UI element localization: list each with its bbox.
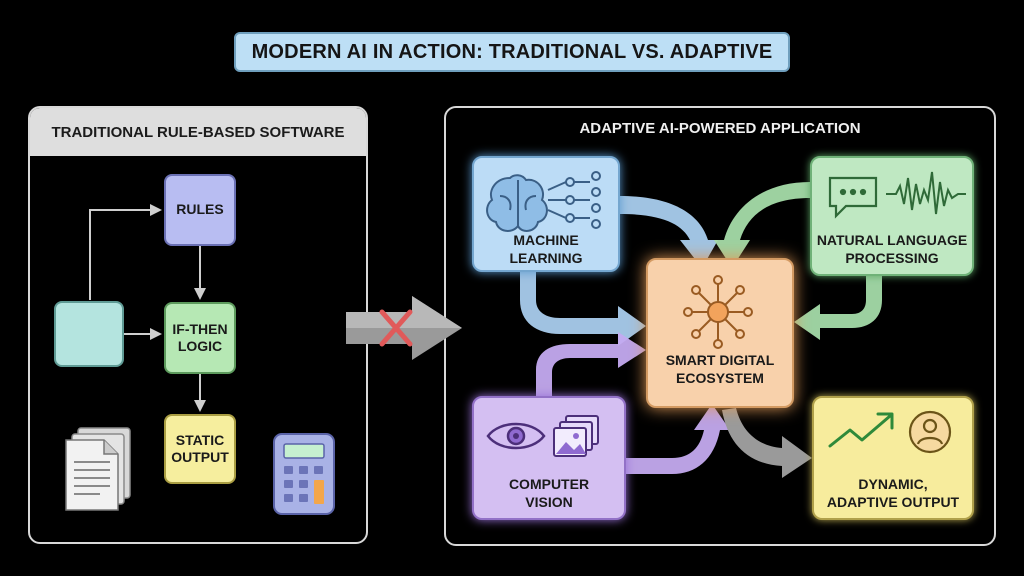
rules-node: RULES (164, 174, 236, 246)
cross-icon (379, 309, 413, 347)
nlp-box: NATURAL LANGUAGE PROCESSING (810, 156, 974, 276)
traditional-panel: TRADITIONAL RULE-BASED SOFTWARE (28, 106, 368, 544)
smart-ecosystem-label: SMART DIGITAL ECOSYSTEM (665, 352, 775, 386)
cv-flow-top (536, 332, 646, 396)
ml-flow-bottom (520, 272, 646, 346)
machine-learning-box: MACHINE LEARNING (472, 156, 620, 272)
traditional-panel-header: TRADITIONAL RULE-BASED SOFTWARE (30, 108, 366, 156)
ml-flow-top (620, 196, 718, 268)
smart-ecosystem-box: SMART DIGITAL ECOSYSTEM (646, 258, 794, 408)
if-then-logic-node: IF-THEN LOGIC (164, 302, 236, 374)
dynamic-output-label: DYNAMIC, ADAPTIVE OUTPUT (826, 476, 960, 510)
nlp-label: NATURAL LANGUAGE PROCESSING (816, 232, 968, 266)
nlp-flow-bottom (794, 276, 882, 340)
computer-vision-label: COMPUTER VISION (508, 476, 590, 510)
input-to-rules-arrow (89, 209, 152, 300)
dynamic-output-box: DYNAMIC, ADAPTIVE OUTPUT (812, 396, 974, 520)
cv-flow-bottom (626, 404, 730, 474)
core-to-output-arrow (722, 408, 812, 478)
nlp-flow-top (714, 182, 810, 268)
machine-learning-label: MACHINE LEARNING (509, 232, 583, 266)
static-output-node: STATIC OUTPUT (164, 414, 236, 484)
input-box (54, 301, 124, 367)
adaptive-panel-header: ADAPTIVE AI-POWERED APPLICATION (579, 120, 861, 137)
computer-vision-box: COMPUTER VISION (472, 396, 626, 520)
blocked-transition-arrow (346, 296, 462, 360)
page-title: MODERN AI IN ACTION: TRADITIONAL VS. ADA… (234, 32, 790, 72)
